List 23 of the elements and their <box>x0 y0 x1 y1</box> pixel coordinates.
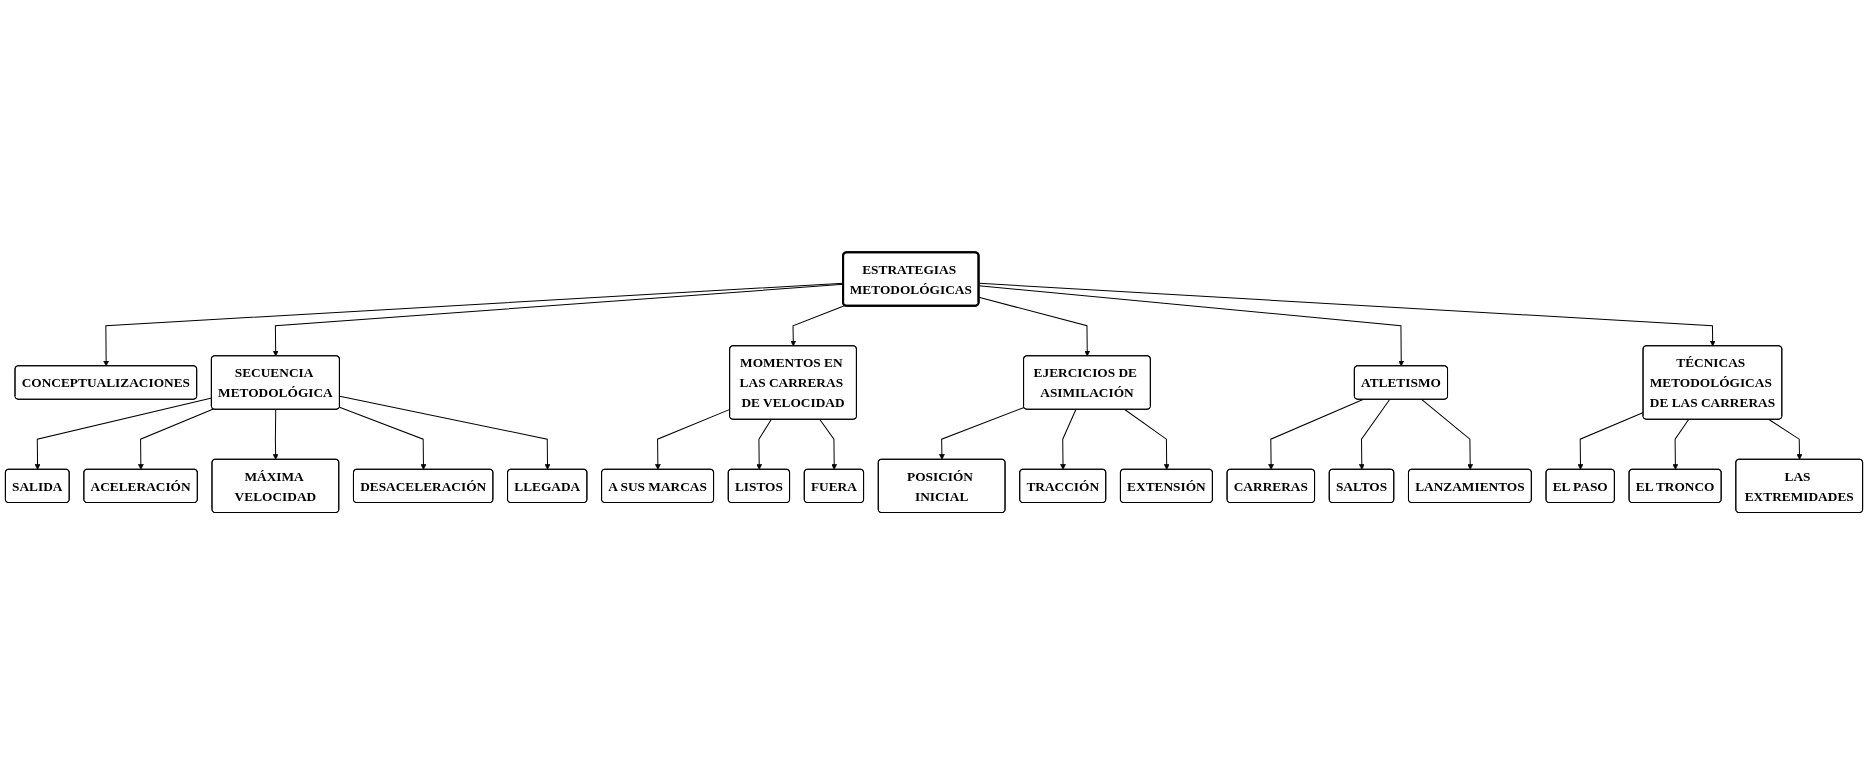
arrow <box>1358 398 1391 470</box>
arrow <box>978 296 1091 356</box>
arrow <box>654 408 731 470</box>
arrow <box>1124 408 1170 470</box>
arrow <box>978 282 1716 346</box>
arrow <box>1060 408 1077 470</box>
arrow <box>339 395 551 470</box>
arrow <box>272 408 279 460</box>
arrow <box>103 282 844 366</box>
arrow <box>1768 418 1803 460</box>
arrow <box>1672 418 1690 470</box>
arrow <box>339 406 427 470</box>
arrow <box>1577 411 1644 470</box>
arrow <box>1421 398 1474 470</box>
arrow <box>137 408 214 470</box>
arrow <box>34 397 213 470</box>
arrow <box>790 304 846 346</box>
arrow <box>978 284 1405 366</box>
arrow <box>272 283 844 356</box>
arrow <box>756 418 772 470</box>
arrow <box>819 418 838 470</box>
arrow <box>938 406 1025 460</box>
arrow <box>1268 398 1364 470</box>
